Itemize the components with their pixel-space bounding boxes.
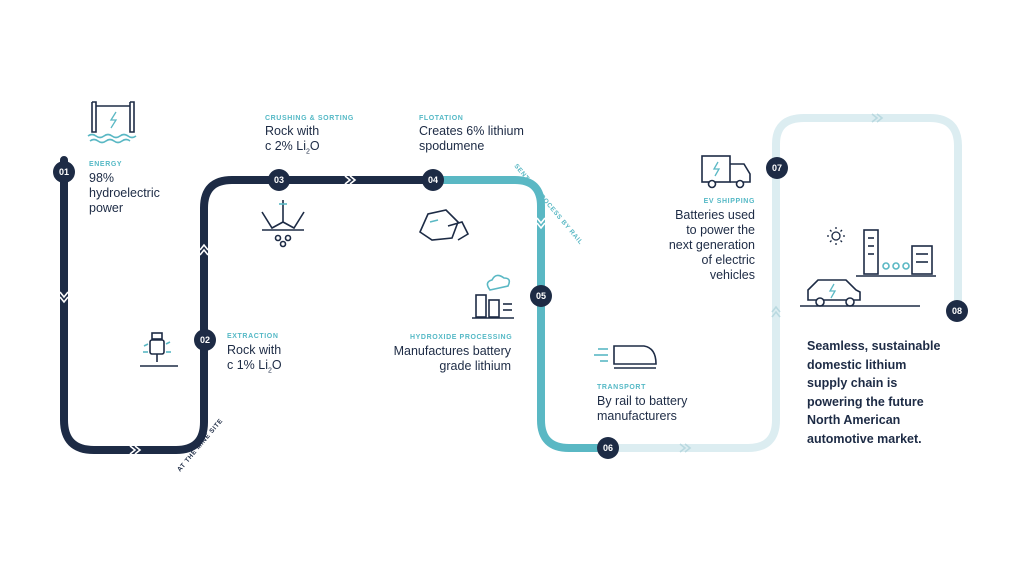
step-02-number: 02 xyxy=(194,329,216,351)
step-02-text: Rock with c 1% Li2O xyxy=(227,343,282,375)
city-icon xyxy=(856,229,936,277)
step-03-text: Rock with c 2% Li2O xyxy=(265,124,320,156)
train-icon xyxy=(594,345,657,369)
factory-icon xyxy=(472,274,514,319)
step-04-label: FLOTATION xyxy=(419,115,464,122)
step-07-label: EV SHIPPING xyxy=(703,198,755,205)
truck-icon xyxy=(701,155,751,189)
step-06-label: TRANSPORT xyxy=(597,384,646,391)
step-01-number: 01 xyxy=(53,161,75,183)
step-01-label: ENERGY xyxy=(89,161,123,168)
sun-icon xyxy=(827,227,845,245)
step-05-label: HYDROXIDE PROCESSING xyxy=(410,334,513,341)
step-03-number: 03 xyxy=(268,169,290,191)
crusher-icon xyxy=(261,200,305,248)
step-08-number: 08 xyxy=(946,300,968,322)
step-04-number: 04 xyxy=(422,169,444,191)
step-03-label: CRUSHING & SORTING xyxy=(265,115,354,122)
route-light xyxy=(604,114,962,452)
route-chevrons xyxy=(59,175,357,455)
route-teal xyxy=(432,176,608,452)
rail-label: SENT TO PROCESS BY RAIL xyxy=(512,163,584,247)
jackhammer-icon xyxy=(140,332,178,367)
step-07-number: 07 xyxy=(766,157,788,179)
rocks-icon xyxy=(418,209,470,241)
step-06-number: 06 xyxy=(597,437,619,459)
step-05-number: 05 xyxy=(530,285,552,307)
step-02-label: EXTRACTION xyxy=(227,333,279,340)
car-icon xyxy=(800,279,920,307)
route-navy xyxy=(60,156,436,454)
dam-icon xyxy=(87,101,137,144)
